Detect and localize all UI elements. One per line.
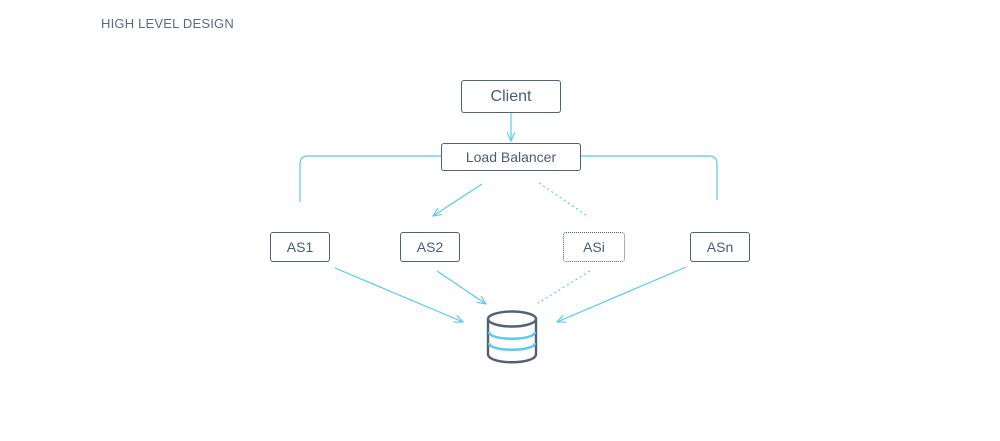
client-node: Client: [461, 80, 561, 113]
load-balancer-node: Load Balancer: [441, 143, 581, 171]
arrow-asn-to-db: [557, 266, 687, 322]
client-label: Client: [490, 87, 532, 105]
arrow-as1-to-db: [334, 267, 463, 322]
as1-node: AS1: [270, 232, 330, 262]
arrow-lb-to-asi: [538, 182, 590, 218]
line-lb-to-as1: [299, 155, 441, 202]
asn-node: ASn: [690, 232, 750, 262]
as2-node: AS2: [400, 232, 460, 262]
as1-label: AS1: [286, 239, 314, 255]
line-lb-to-asn: [581, 155, 718, 200]
asn-label: ASn: [706, 239, 734, 255]
arrow-asi-to-db: [537, 270, 591, 304]
asi-label: ASi: [583, 239, 605, 255]
arrow-lb-to-as2: [433, 183, 483, 216]
diagram-title: HIGH LEVEL DESIGN: [101, 16, 234, 31]
arrow-as2-to-db: [436, 270, 486, 304]
as2-label: AS2: [416, 239, 444, 255]
load-balancer-label: Load Balancer: [465, 149, 557, 165]
asi-node: ASi: [563, 232, 625, 262]
database-icon: [486, 310, 538, 364]
